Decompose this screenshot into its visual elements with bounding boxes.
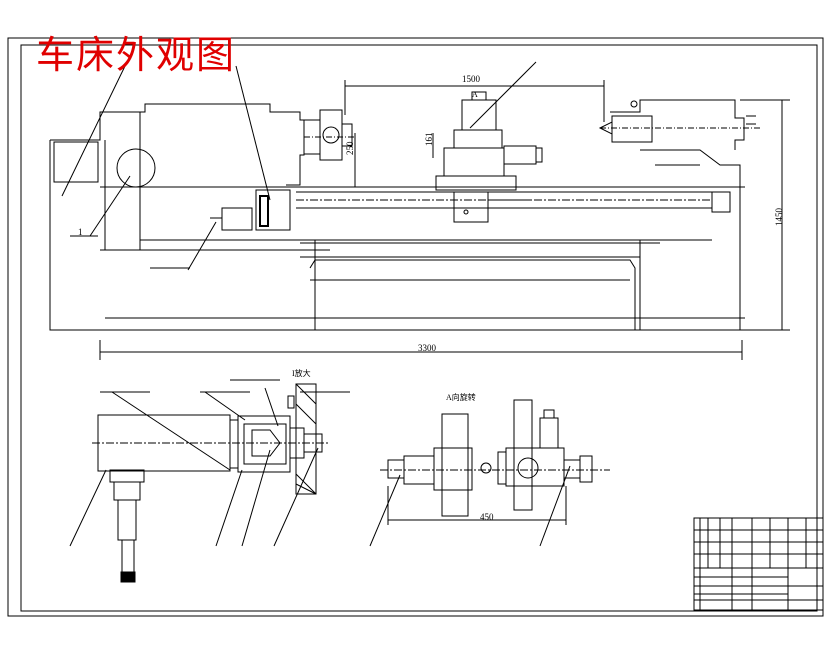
title-block bbox=[693, 517, 824, 611]
outer-border bbox=[7, 37, 824, 617]
view-a-marker: A bbox=[472, 90, 478, 99]
dimension-1500: 1500 bbox=[462, 74, 480, 84]
inner-border bbox=[20, 44, 818, 612]
dimension-3300: 3300 bbox=[418, 343, 436, 353]
detail-view-a bbox=[369, 399, 610, 547]
dimension-450: 450 bbox=[480, 512, 494, 522]
dimension-161: 161 bbox=[424, 132, 434, 147]
dimension-1450: 1450 bbox=[774, 208, 784, 226]
detail-view-left bbox=[69, 379, 350, 583]
dial-wheel bbox=[116, 148, 156, 188]
part-label-1: 1 bbox=[78, 227, 83, 237]
dimension-250: 250 bbox=[345, 141, 355, 156]
a-direction-label: A向旋转 bbox=[446, 393, 476, 402]
enlarged-label: I放大 bbox=[292, 369, 311, 378]
drawing-title: 车床外观图 bbox=[36, 33, 237, 77]
lathe-main-view bbox=[49, 61, 790, 360]
